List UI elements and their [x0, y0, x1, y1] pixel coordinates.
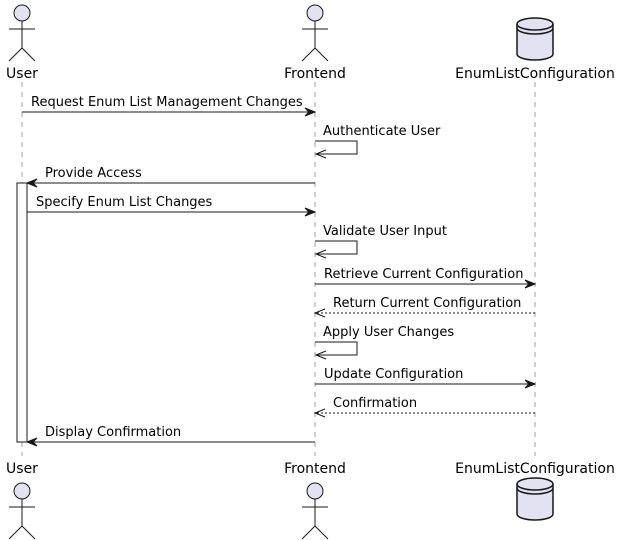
- actor-head: [13, 4, 31, 22]
- actor-right-leg: [314, 47, 329, 62]
- arrowhead: [25, 437, 38, 447]
- arrowhead: [313, 408, 326, 418]
- actor-head: [306, 4, 324, 22]
- participants-bottom: User Frontend EnumListConfiguration: [6, 461, 615, 540]
- message-9: Update Configuration: [315, 367, 537, 389]
- database-rim: [516, 483, 554, 491]
- arrowhead: [524, 379, 537, 389]
- participant-label: User: [6, 66, 38, 82]
- message-2: Authenticate User: [314, 124, 441, 159]
- message-5: Validate User Input: [314, 224, 447, 259]
- message-8: Apply User Changes: [314, 325, 454, 360]
- activation-bar-user: [16, 182, 28, 443]
- message-label: Update Configuration: [324, 367, 463, 382]
- message-label: Provide Access: [45, 166, 142, 181]
- message-7: Return Current Configuration: [313, 296, 535, 318]
- database-rim: [516, 487, 554, 495]
- participants-top: User Frontend EnumListConfiguration: [6, 4, 615, 82]
- participant-top-user: User: [6, 4, 38, 82]
- database-body: [516, 477, 554, 521]
- database-rim: [516, 23, 554, 31]
- message-label: Retrieve Current Configuration: [324, 267, 523, 282]
- participant-label: EnumListConfiguration: [455, 66, 615, 82]
- arrowhead: [304, 207, 317, 217]
- message-label: Specify Enum List Changes: [36, 195, 213, 210]
- arrowhead: [314, 149, 327, 159]
- actor-icon: [301, 4, 329, 62]
- message-line: [315, 341, 358, 356]
- database-icon: [516, 477, 554, 521]
- arrowhead: [314, 249, 327, 259]
- message-label: Return Current Configuration: [333, 296, 521, 311]
- activation-bars: [16, 182, 28, 443]
- participant-label: Frontend: [284, 66, 346, 82]
- message-4: Specify Enum List Changes: [27, 195, 317, 217]
- actor-left-leg: [8, 47, 23, 62]
- participant-label: EnumListConfiguration: [455, 461, 615, 477]
- participant-bottom-user: User: [6, 461, 38, 540]
- message-1: Request Enum List Management Changes: [22, 95, 317, 117]
- arrowhead: [313, 308, 326, 318]
- actor-icon: [8, 4, 36, 62]
- actor-head: [306, 482, 324, 500]
- actor-head: [13, 482, 31, 500]
- actor-icon: [8, 482, 36, 540]
- actor-left-leg: [301, 525, 316, 540]
- message-6: Retrieve Current Configuration: [315, 267, 537, 289]
- database-rim: [516, 27, 554, 35]
- database-body: [516, 17, 554, 61]
- message-label: Display Confirmation: [45, 425, 181, 440]
- participant-bottom-config: EnumListConfiguration: [455, 461, 615, 521]
- participant-top-config: EnumListConfiguration: [455, 17, 615, 82]
- message-3: Provide Access: [25, 166, 315, 188]
- arrowhead: [314, 350, 327, 360]
- arrowhead: [524, 279, 537, 289]
- actor-right-leg: [21, 525, 36, 540]
- participant-top-frontend: Frontend: [284, 4, 346, 82]
- message-label: Confirmation: [333, 396, 417, 411]
- message-line: [315, 140, 358, 155]
- message-label: Authenticate User: [323, 124, 441, 139]
- database-icon: [516, 17, 554, 61]
- actor-right-leg: [21, 47, 36, 62]
- message-label: Apply User Changes: [323, 325, 454, 340]
- participant-bottom-frontend: Frontend: [284, 461, 346, 540]
- message-11: Display Confirmation: [25, 425, 315, 447]
- message-10: Confirmation: [313, 396, 535, 418]
- arrowhead: [25, 178, 38, 188]
- participant-label: Frontend: [284, 461, 346, 477]
- message-label: Request Enum List Management Changes: [31, 95, 303, 110]
- message-line: [315, 240, 358, 255]
- participant-label: User: [6, 461, 38, 477]
- arrowhead: [304, 107, 317, 117]
- messages: Request Enum List Management ChangesAuth…: [22, 95, 537, 447]
- actor-left-leg: [301, 47, 316, 62]
- message-label: Validate User Input: [323, 224, 447, 239]
- actor-icon: [301, 482, 329, 540]
- actor-right-leg: [314, 525, 329, 540]
- actor-left-leg: [8, 525, 23, 540]
